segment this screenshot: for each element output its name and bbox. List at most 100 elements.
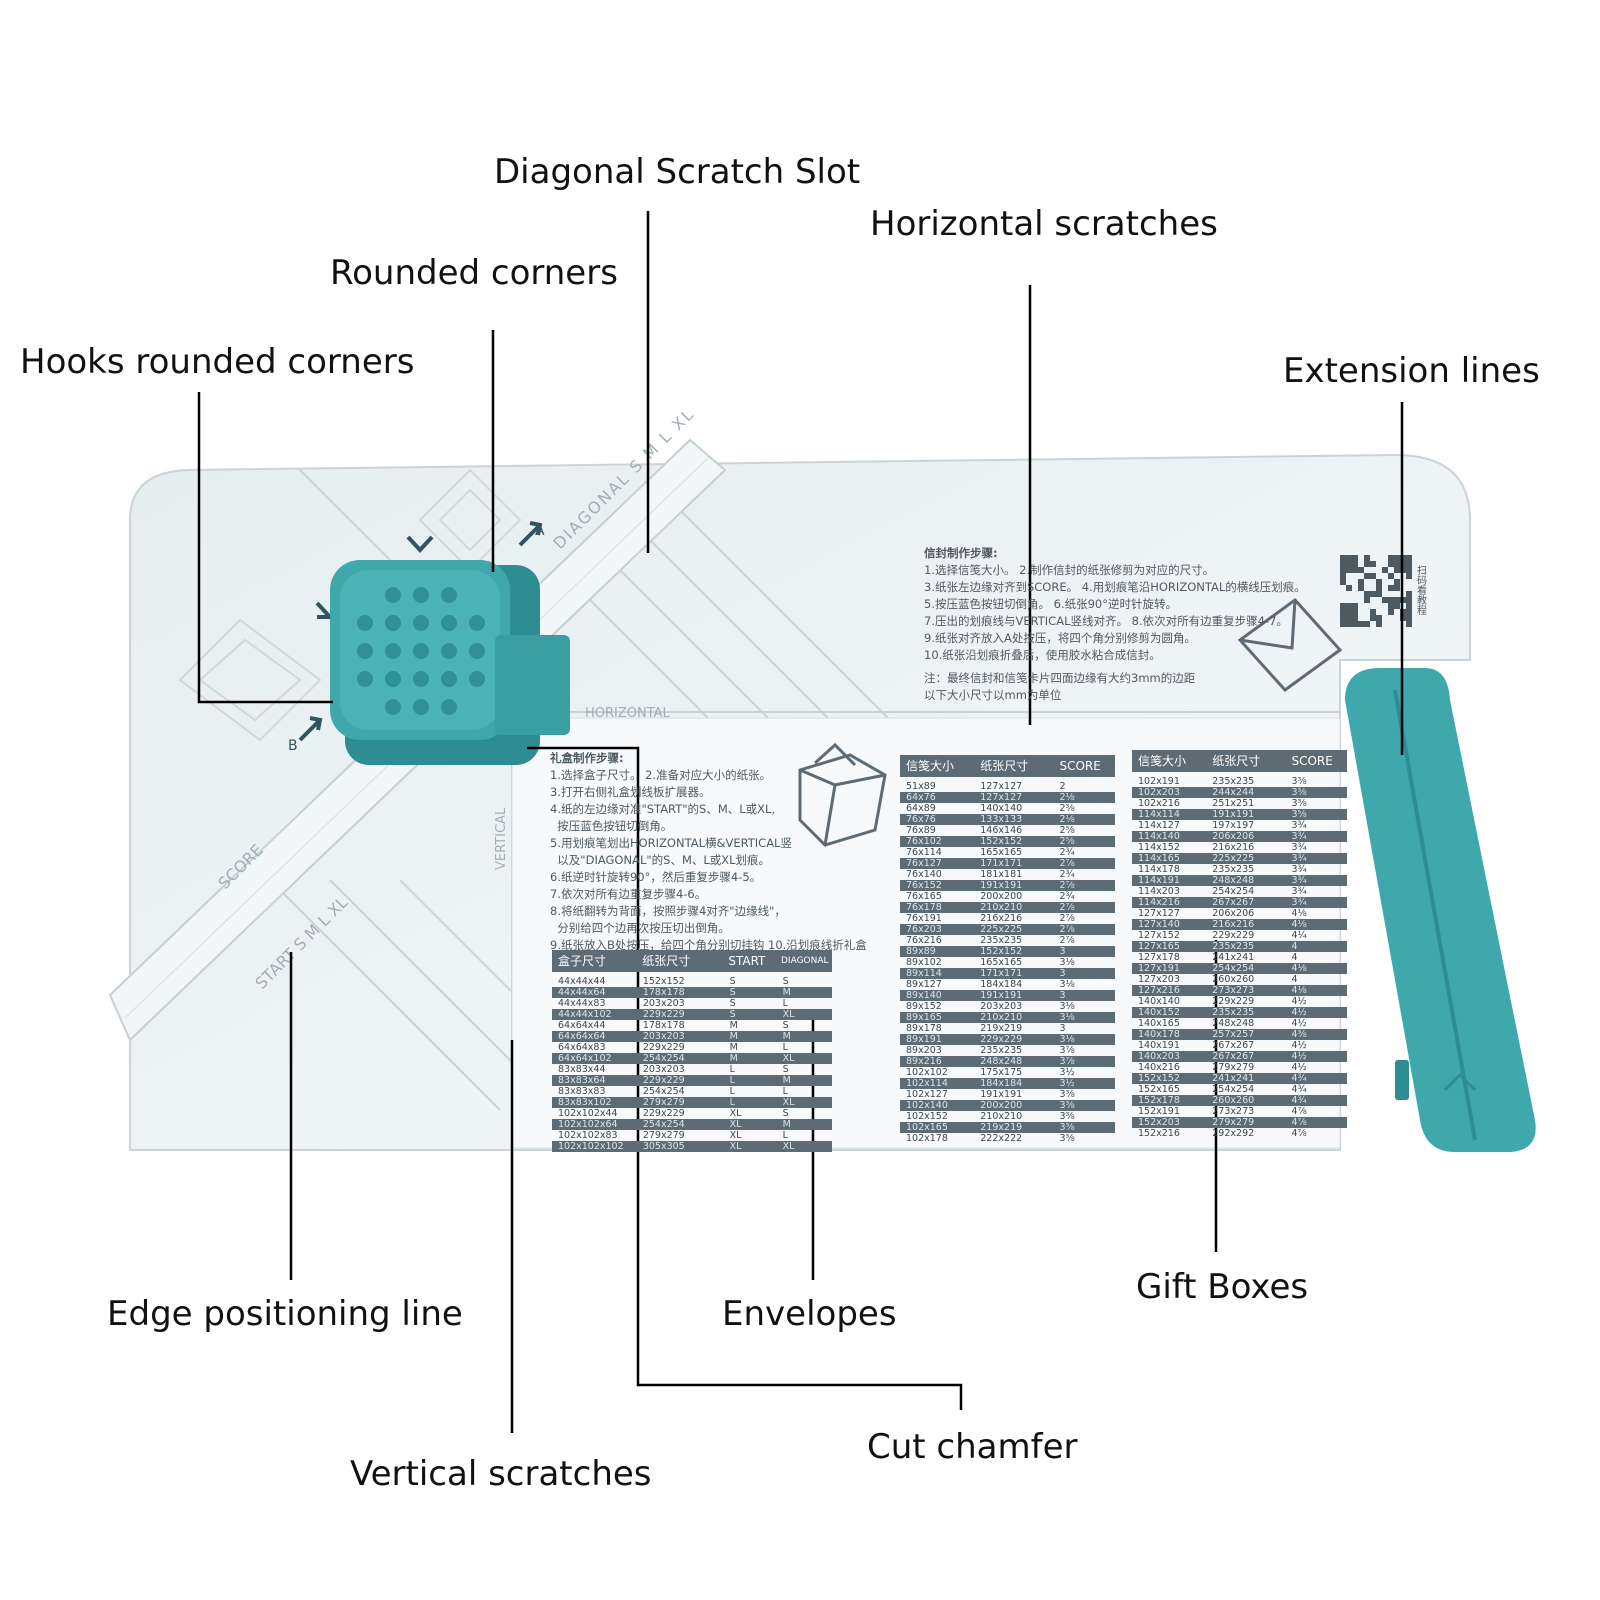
- table-cell: 2⅞: [1059, 913, 1075, 924]
- callout-edge-positioning-line: Edge positioning line: [107, 1294, 463, 1334]
- callout-leaders: [197, 211, 1404, 1433]
- table-cell: 127x203: [1138, 974, 1180, 985]
- table-cell: 3¾: [1291, 842, 1307, 853]
- table-cell: 254x254: [642, 1086, 685, 1097]
- table-cell: S: [782, 1108, 789, 1119]
- table-cell: 64x64x102: [558, 1053, 612, 1064]
- extension-arm[interactable]: [1345, 668, 1536, 1152]
- table-cell: 279x279: [642, 1130, 685, 1141]
- table-cell: M: [782, 987, 791, 998]
- table-cell: 102x140: [906, 1100, 948, 1111]
- qr-module: [1394, 603, 1400, 609]
- table-cell: 76x165: [906, 891, 942, 902]
- step-line: 6.纸逆时针旋转90°，然后重复步骤4-5。: [550, 870, 762, 884]
- table-cell: 114x165: [1138, 853, 1180, 864]
- table-cell: 248x248: [1212, 1018, 1255, 1029]
- qr-module: [1406, 609, 1412, 615]
- table-header-cell: 盒子尺寸: [558, 954, 607, 968]
- table-cell: 3¾: [1291, 820, 1307, 831]
- table-cell: 3½: [1059, 1067, 1075, 1078]
- punch-grip-dot: [357, 615, 373, 631]
- callout-rounded-corners: Rounded corners: [330, 253, 618, 293]
- table-cell: 89x216: [906, 1056, 942, 1067]
- table-cell: 279x279: [1212, 1117, 1255, 1128]
- qr-module: [1370, 609, 1376, 615]
- qr-module: [1406, 567, 1412, 573]
- step-line: 9.纸张对齐放入A处按压，将四个角分别修剪为圆角。: [924, 631, 1196, 645]
- table-cell: 64x64x44: [558, 1020, 606, 1031]
- table-cell: 152x165: [1138, 1084, 1180, 1095]
- step-line: 4.纸的左边缘对准"START"的S、M、L或XL,: [550, 802, 776, 816]
- table-header-cell: SCORE: [1059, 759, 1101, 773]
- table-cell: 203x203: [980, 1001, 1023, 1012]
- table-cell: 89x127: [906, 979, 942, 990]
- table-cell: 171x171: [980, 858, 1023, 869]
- table-cell: 244x244: [1212, 787, 1255, 798]
- table-cell: 102x165: [906, 1122, 948, 1133]
- punch-grip-dot: [385, 587, 401, 603]
- table-cell: 248x248: [980, 1056, 1023, 1067]
- callout-hooks-rounded-corners: Hooks rounded corners: [20, 342, 415, 382]
- table-cell: 102x102x44: [558, 1108, 618, 1119]
- qr-caption: 扫码看教程: [1415, 564, 1427, 615]
- table-cell: 152x152: [980, 946, 1023, 957]
- table-cell: M: [782, 1075, 791, 1086]
- table-cell: 251x251: [1212, 798, 1255, 809]
- table-cell: 3⅛: [1059, 1012, 1075, 1023]
- qr-module: [1340, 567, 1346, 573]
- table-cell: 114x191: [1138, 875, 1180, 886]
- table-cell: 64x64x64: [558, 1031, 606, 1042]
- table-cell: 184x184: [980, 979, 1023, 990]
- table-cell: 4: [1291, 974, 1298, 985]
- table-cell: L: [782, 1086, 788, 1097]
- table-cell: 102x102x64: [558, 1119, 618, 1130]
- callout-gift-boxes: Gift Boxes: [1136, 1267, 1309, 1307]
- table-cell: L: [782, 998, 788, 1009]
- table-cell: 4½: [1291, 1040, 1307, 1051]
- table-cell: 114x127: [1138, 820, 1180, 831]
- table-cell: L: [729, 1064, 735, 1075]
- qr-module: [1382, 597, 1388, 603]
- qr-module: [1346, 555, 1352, 561]
- table-cell: 229x229: [642, 1009, 685, 1020]
- table-cell: 229x229: [642, 1108, 685, 1119]
- table-cell: 225x225: [980, 924, 1023, 935]
- corner-punch-button[interactable]: [330, 560, 540, 765]
- envelope-steps-title: 信封制作步骤:: [924, 546, 998, 560]
- table-cell: 191x191: [980, 990, 1023, 1001]
- punch-grip-dot: [385, 699, 401, 715]
- callout-vertical-scratches: Vertical scratches: [350, 1454, 652, 1494]
- step-line: 8.将纸翻转为背面，按照步骤4对齐"边缘线"，: [550, 904, 786, 918]
- punch-grip-dot: [469, 615, 485, 631]
- table-cell: 2¾: [1059, 869, 1075, 880]
- table-cell: 2⅛: [1059, 792, 1075, 803]
- callout-envelopes: Envelopes: [722, 1294, 897, 1334]
- table-cell: 273x273: [1212, 1106, 1255, 1117]
- qr-module: [1364, 597, 1370, 603]
- table-cell: M: [729, 1031, 738, 1042]
- table-cell: 229x229: [980, 1034, 1023, 1045]
- table-cell: 89x102: [906, 957, 942, 968]
- table-cell: 152x191: [1138, 1106, 1180, 1117]
- qr-module: [1394, 579, 1400, 585]
- qr-module: [1346, 603, 1352, 609]
